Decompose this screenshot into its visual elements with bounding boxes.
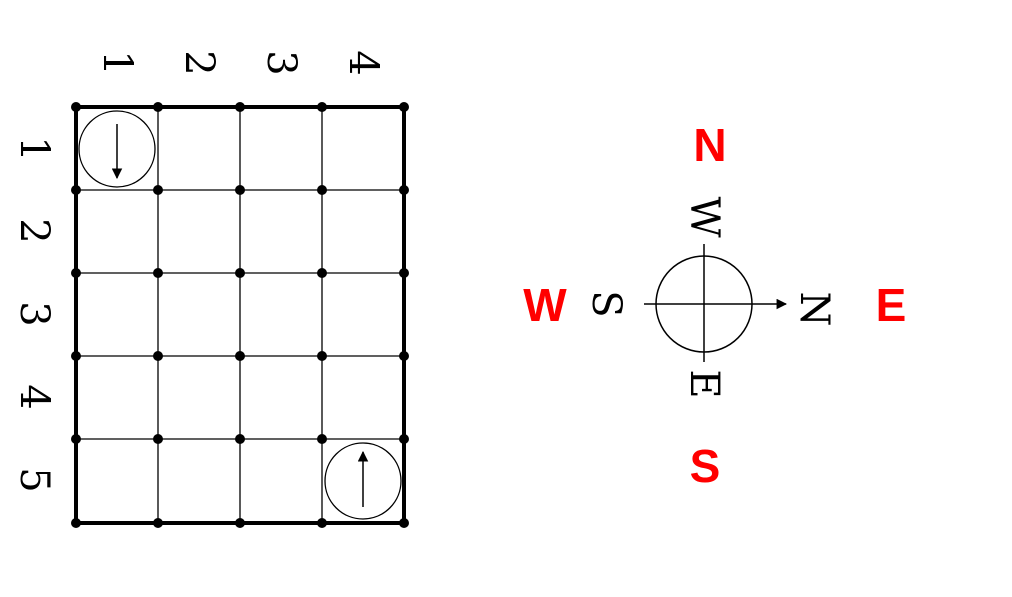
grid-node-dot: [399, 185, 409, 195]
column-label-3: 3: [258, 50, 304, 75]
row-label-5: 5: [11, 467, 57, 492]
grid-node-dot: [399, 434, 409, 444]
grid-node-dot: [317, 268, 327, 278]
grid-node-dot: [235, 434, 245, 444]
grid-node-dot: [235, 268, 245, 278]
red-label-south: S: [690, 440, 721, 492]
grid-node-dot: [317, 518, 327, 528]
grid-node-dot: [71, 102, 81, 112]
grid-node-dot: [71, 268, 81, 278]
grid-node-dot: [317, 351, 327, 361]
grid-dots: [71, 102, 409, 528]
grid-node-dot: [153, 434, 163, 444]
compass: W S N E N W E S: [523, 119, 906, 492]
marker-circle: [324, 442, 402, 520]
row-label-1: 1: [11, 136, 57, 161]
column-label-4: 4: [340, 50, 386, 75]
grid-node-dot: [71, 185, 81, 195]
red-label-north: N: [693, 119, 726, 171]
grid-node-dot: [153, 102, 163, 112]
marker-circle: [78, 110, 156, 188]
grid-node-dot: [235, 185, 245, 195]
grid: 1 2 3 4 1 2 3 4 5: [11, 50, 409, 528]
grid-node-dot: [153, 185, 163, 195]
column-label-1: 1: [94, 50, 140, 75]
grid-node-dot: [317, 102, 327, 112]
grid-node-dot: [399, 102, 409, 112]
column-label-2: 2: [176, 50, 222, 75]
grid-node-dot: [153, 268, 163, 278]
compass-label-left: S: [583, 290, 629, 317]
compass-label-top: W: [681, 196, 727, 237]
grid-node-dot: [71, 518, 81, 528]
compass-label-right: N: [791, 292, 837, 327]
grid-node-dot: [235, 102, 245, 112]
row-labels: 1 2 3 4 5: [11, 136, 57, 492]
grid-node-dot: [153, 518, 163, 528]
grid-node-dot: [399, 268, 409, 278]
grid-node-dot: [235, 351, 245, 361]
grid-node-dot: [71, 434, 81, 444]
row-label-2: 2: [11, 218, 57, 243]
grid-node-dot: [71, 351, 81, 361]
row-label-4: 4: [11, 384, 57, 409]
grid-node-dot: [317, 185, 327, 195]
grid-node-dot: [399, 351, 409, 361]
grid-node-dot: [317, 434, 327, 444]
column-labels: 1 2 3 4: [94, 50, 386, 75]
grid-node-dot: [153, 351, 163, 361]
marker-up: [324, 442, 402, 520]
grid-node-dot: [399, 518, 409, 528]
grid-lines: [76, 107, 404, 523]
red-label-east: E: [876, 279, 907, 331]
marker-down: [78, 110, 156, 188]
red-label-west: W: [523, 279, 567, 331]
compass-label-bottom: E: [681, 369, 727, 398]
grid-node-dot: [235, 518, 245, 528]
row-label-3: 3: [11, 301, 57, 326]
